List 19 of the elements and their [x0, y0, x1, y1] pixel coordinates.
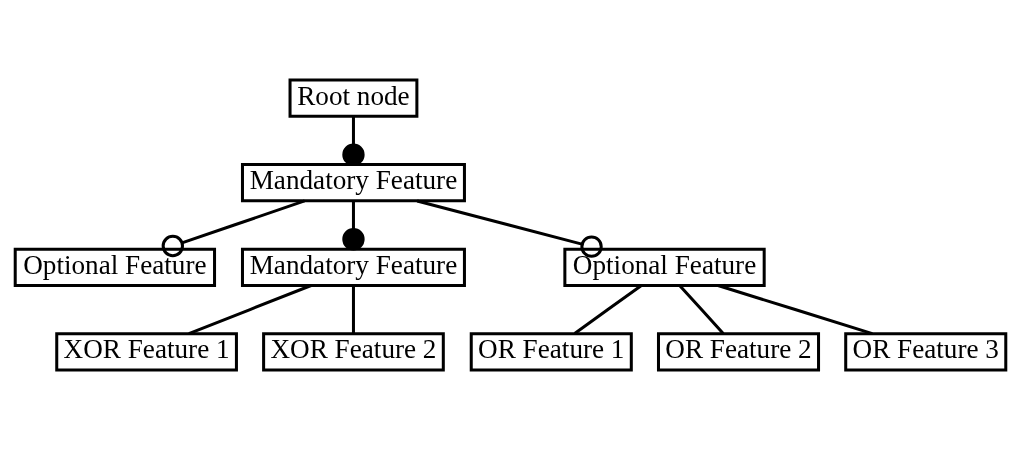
node-box: Mandatory Feature [240, 247, 466, 287]
connector [717, 284, 873, 336]
node-box: Optional Feature [13, 247, 217, 287]
connector [161, 199, 306, 258]
node-box: XOR Feature 2 [262, 332, 445, 372]
connector [416, 199, 603, 258]
connector [351, 285, 355, 334]
connector [573, 284, 642, 335]
node-box: Mandatory Feature [240, 163, 466, 203]
connector [678, 284, 725, 335]
connector [342, 201, 365, 251]
node-box: OR Feature 2 [656, 332, 821, 372]
node-box: Root node [288, 78, 419, 118]
node-box: OR Feature 3 [844, 332, 1008, 372]
connector [188, 284, 312, 336]
node-box: Optional Feature [563, 247, 766, 287]
connector [342, 116, 365, 166]
node-box: XOR Feature 1 [55, 332, 238, 372]
node-box: OR Feature 1 [469, 332, 633, 372]
